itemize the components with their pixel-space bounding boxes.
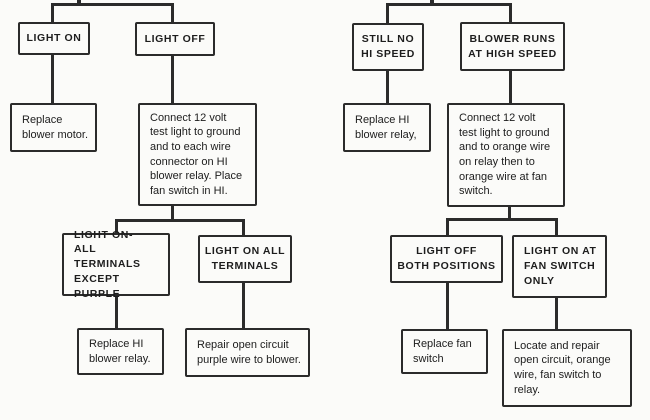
connector-both-positions-to-replace-fan xyxy=(446,283,449,329)
connector-drop-fan-switch-only xyxy=(555,218,558,235)
box-repair-open-circuit-purple: Repair open circuit purple wire to blowe… xyxy=(185,328,310,377)
connector-left-drop-light-off xyxy=(171,3,174,22)
connector-drop-all-terminals xyxy=(242,219,245,235)
box-light-on-at-fan-switch-only: LIGHT ON AT FAN SWITCH ONLY xyxy=(512,235,607,298)
connector-light-off-to-connect xyxy=(171,56,174,103)
connector-fan-only-to-locate xyxy=(555,298,558,329)
box-replace-hi-blower-relay-right: Replace HI blower relay, xyxy=(343,103,431,152)
box-still-no-hi-speed: STILL NO HI SPEED xyxy=(352,23,424,71)
connector-left-split-horizontal xyxy=(115,219,245,222)
connector-left-root-horizontal xyxy=(51,3,174,6)
box-light-on-all-terminals: LIGHT ON ALL TERMINALS xyxy=(198,235,292,283)
box-light-on-all-terminals-except-purple: LIGHT ON- ALL TERMINALS EXCEPT PURPLE xyxy=(62,229,170,300)
connector-except-purple-to-replace-relay xyxy=(115,296,118,328)
box-connect-test-light-each-wire: Connect 12 volt test light to ground and… xyxy=(138,103,257,206)
connector-blower-runs-to-connect xyxy=(509,71,512,103)
box-replace-hi-blower-relay-left: Replace HI blower relay. xyxy=(77,328,164,375)
box-light-off-both-positions: LIGHT OFF BOTH POSITIONS xyxy=(390,235,503,283)
connector-connect-to-split xyxy=(171,206,174,221)
connector-drop-except-purple xyxy=(115,219,118,233)
connector-right-drop-still-no xyxy=(386,3,389,23)
connector-right-connect-to-split xyxy=(508,207,511,220)
box-blower-runs-at-high-speed: BLOWER RUNS AT HIGH SPEED xyxy=(460,22,565,71)
box-locate-repair-open-circuit: Locate and repair open circuit, orange w… xyxy=(502,329,632,407)
connector-left-drop-light-on xyxy=(51,3,54,22)
box-replace-blower-motor: Replace blower motor. xyxy=(10,103,97,152)
box-light-off: LIGHT OFF xyxy=(135,22,215,56)
box-replace-fan-switch: Replace fan switch xyxy=(401,329,488,374)
connector-right-drop-blower-runs xyxy=(509,3,512,22)
connector-right-root-horizontal xyxy=(386,3,512,6)
box-light-on: LIGHT ON xyxy=(18,22,90,55)
connector-light-on-to-replace-motor xyxy=(51,55,54,103)
connector-right-split-horizontal xyxy=(446,218,558,221)
box-connect-test-light-orange-wire: Connect 12 volt test light to ground and… xyxy=(447,103,565,207)
connector-all-terminals-to-repair xyxy=(242,283,245,328)
connector-drop-both-positions xyxy=(446,218,449,235)
connector-still-no-to-replace-relay xyxy=(386,71,389,103)
